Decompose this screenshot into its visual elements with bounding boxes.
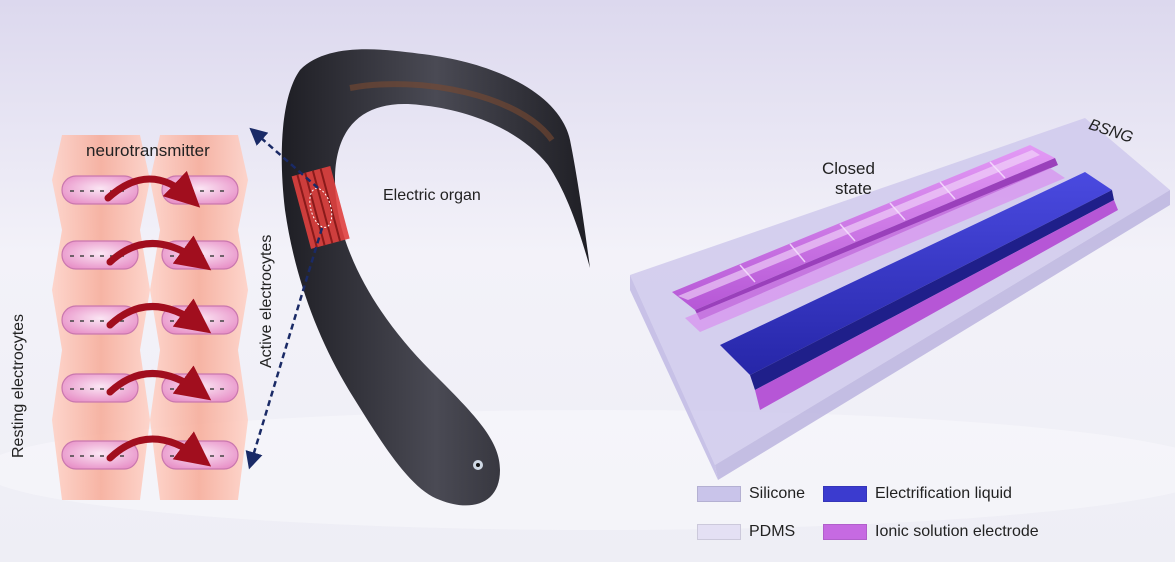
legend-item-silicone: Silicone bbox=[697, 485, 805, 503]
label-resting-electrocytes: Resting electrocytes bbox=[10, 314, 28, 458]
label-electric-organ: Electric organ bbox=[383, 187, 481, 205]
electrocyte-cell bbox=[162, 176, 238, 204]
legend-label: Silicone bbox=[749, 485, 805, 503]
electrocyte-cell bbox=[62, 176, 138, 204]
legend-label: PDMS bbox=[749, 523, 795, 541]
label-closed-state-2: state bbox=[835, 179, 872, 199]
swatch-silicone bbox=[697, 486, 741, 502]
label-active-electrocytes: Active electrocytes bbox=[258, 235, 276, 368]
legend-label: Ionic solution electrode bbox=[875, 523, 1039, 541]
legend-item-pdms: PDMS bbox=[697, 523, 795, 541]
legend-label: Electrification liquid bbox=[875, 485, 1012, 503]
swatch-pdms bbox=[697, 524, 741, 540]
label-neurotransmitter: neurotransmitter bbox=[86, 141, 210, 161]
swatch-electrification-liquid bbox=[823, 486, 867, 502]
electrocyte-cell bbox=[62, 241, 138, 269]
swatch-ionic-solution-electrode bbox=[823, 524, 867, 540]
legend-item-electrification-liquid: Electrification liquid bbox=[823, 485, 1012, 503]
legend-item-ionic-solution-electrode: Ionic solution electrode bbox=[823, 523, 1039, 541]
label-closed-state-1: Closed bbox=[822, 159, 875, 179]
